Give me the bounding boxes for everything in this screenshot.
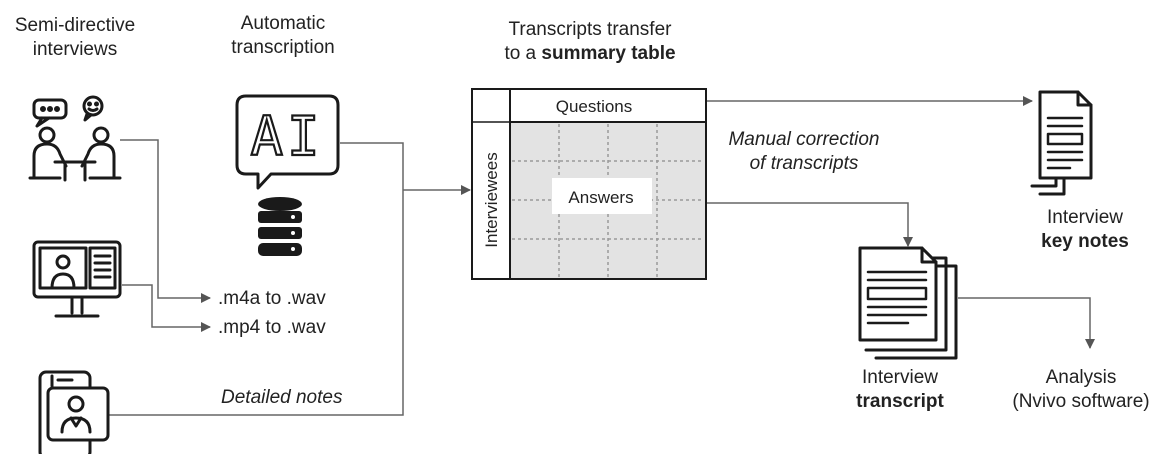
to-transcript-arrow	[672, 202, 913, 247]
interview-people-icon	[28, 95, 122, 182]
ai-connector	[340, 142, 404, 190]
interviewees-header: Interviewees	[482, 152, 501, 247]
analysis-label: Analysis (Nvivo software)	[1012, 367, 1150, 412]
summary-heading-prefix: to a	[504, 43, 542, 64]
connectors	[100, 96, 1095, 416]
detailed-notes-label: Detailed notes	[221, 387, 343, 408]
summary-table: Questions Interviewees Answers	[471, 88, 707, 280]
interview-to-m4a-arrow	[120, 139, 211, 303]
database-icon	[258, 197, 302, 256]
to-analysis-arrow	[958, 297, 1095, 349]
transcription-heading: Automatic transcription	[231, 13, 335, 58]
ai-glyph: AI	[250, 105, 323, 168]
ai-speech-bubble-icon: AI	[235, 94, 340, 190]
interviews-heading: Semi-directive interviews	[14, 15, 136, 60]
smartphone-video-icon	[38, 370, 110, 454]
transcript-label: Interview transcript	[856, 367, 944, 412]
key-notes-document-icon	[1030, 90, 1093, 196]
answers-label: Answers	[568, 188, 633, 207]
notes-connector	[100, 190, 404, 416]
manual-correction-label: Manual correction of transcripts	[728, 129, 880, 174]
questions-header: Questions	[556, 97, 633, 116]
video-to-mp4-arrow	[122, 284, 211, 332]
transcript-document-icon	[858, 246, 958, 360]
answers-highlight	[552, 178, 652, 214]
video-call-computer-icon	[32, 240, 122, 318]
m4a-conversion-label: .m4a to .wav	[218, 288, 326, 309]
key-notes-label: Interview key notes	[1041, 207, 1129, 252]
summary-table-heading: Transcripts transfer to a summary table	[504, 19, 676, 64]
summary-heading-bold: summary table	[541, 43, 676, 64]
mp4-conversion-label: .mp4 to .wav	[218, 317, 326, 338]
